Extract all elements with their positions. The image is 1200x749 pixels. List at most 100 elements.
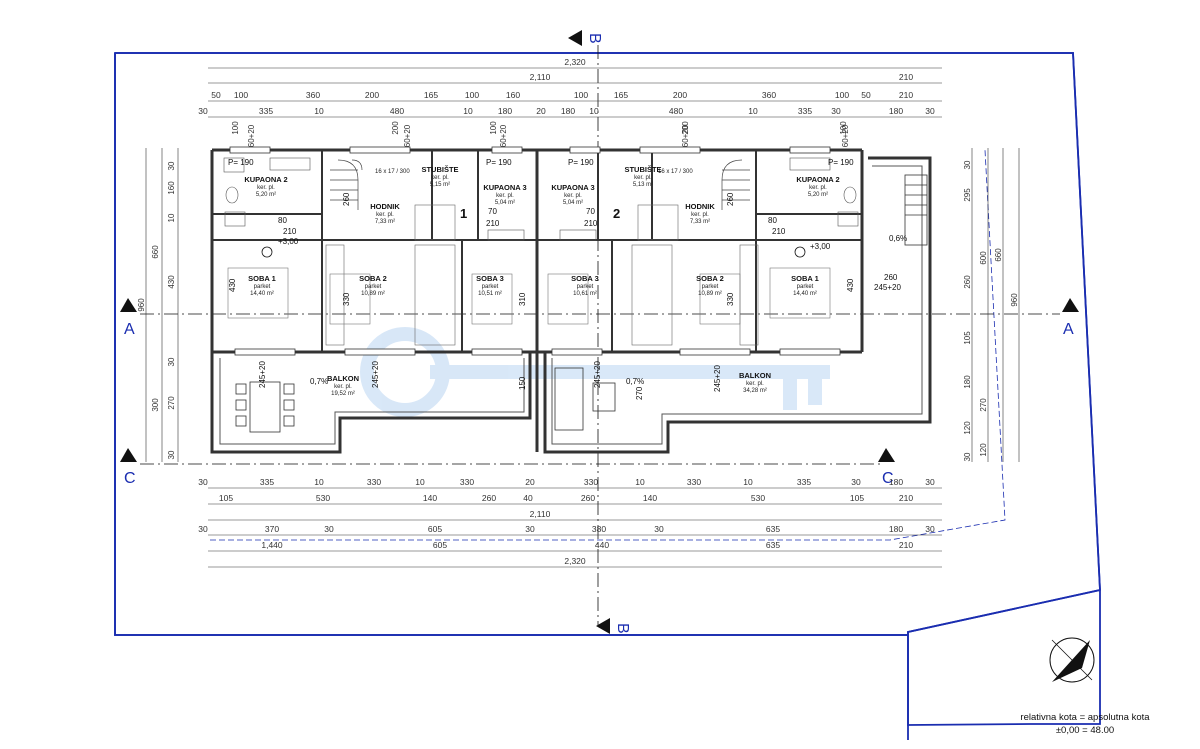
section-c-right-marker xyxy=(878,448,895,462)
bottom-row2-dim-7: 530 xyxy=(751,493,765,503)
wardrobes xyxy=(325,204,759,346)
left-col1-dim-5: 270 xyxy=(167,396,176,410)
room-name-9: STUBIŠTE xyxy=(624,165,661,174)
left-col1-dim-3: 430 xyxy=(167,275,176,289)
bottom-inner-dim: 2,110 xyxy=(530,509,551,519)
terrace-lounger xyxy=(904,174,928,246)
dim-245-c: 245+20 xyxy=(713,365,722,392)
stair-unit-1 xyxy=(330,159,363,210)
room-name-7: BALKON xyxy=(327,374,359,383)
balcony-table-set xyxy=(235,381,295,433)
window-sill-label-1: P= 190 xyxy=(228,158,254,167)
stair-unit-2 xyxy=(721,159,750,210)
plot-boundary-line xyxy=(115,52,1101,740)
right-col1-dim-5: 120 xyxy=(963,421,972,435)
level-marker-1: +3,00 xyxy=(261,237,299,258)
room-name-2: STUBIŠTE xyxy=(421,165,458,174)
bottom-row2-end-dim: 210 xyxy=(899,493,913,503)
top-right-dim: 210 xyxy=(899,72,913,82)
dim-70-2: 70 xyxy=(586,207,595,216)
top-row2-end-dim: 180 xyxy=(889,106,903,116)
dim-430-2: 430 xyxy=(846,278,855,292)
bottom-total-dim: 2,320 xyxy=(564,556,586,566)
watermark-logo xyxy=(360,327,830,417)
bottom-row1-dim-8: 10 xyxy=(635,477,645,487)
slope-label-3: 0,6% xyxy=(889,234,907,243)
room-name-11: KUPAONA 2 xyxy=(796,175,839,184)
top-row2-dim-6: 20 xyxy=(536,106,546,116)
room-area-0: 5,20 m² xyxy=(256,192,276,198)
room-finish-13: parket xyxy=(702,284,719,290)
bottom-row1-dim-3: 330 xyxy=(367,477,381,487)
top-row1-dim-4: 165 xyxy=(424,90,438,100)
section-b-bottom-label: B xyxy=(614,623,631,634)
room-name-12: SOBA 3 xyxy=(571,274,599,283)
top-row1-dim-2: 360 xyxy=(306,90,320,100)
bottom-row2-dim-6: 140 xyxy=(643,493,657,503)
dim-260-b: 260 xyxy=(726,192,735,206)
top-row2-end2-dim: 30 xyxy=(925,106,935,116)
bottom-row2-dim-4: 40 xyxy=(523,493,533,503)
section-b-bottom-marker xyxy=(596,618,610,634)
window-sill-label-2: P= 190 xyxy=(486,158,512,167)
top-row1-dim-3: 200 xyxy=(365,90,379,100)
top-row1-dim-6: 160 xyxy=(506,90,520,100)
bottom-row3-dim-6: 30 xyxy=(654,524,664,534)
window-sill-label-4: P= 190 xyxy=(828,158,854,167)
top-row1-dim-1: 100 xyxy=(234,90,248,100)
stair-steps-2: 16 x 17 / 300 xyxy=(658,169,693,175)
room-area-3: 5,04 m² xyxy=(495,200,515,206)
top-total-dim: 2,320 xyxy=(564,57,586,67)
top-row2-dim-11: 335 xyxy=(798,106,812,116)
bottom-row1-dim-0: 30 xyxy=(198,477,208,487)
dim-430-1: 430 xyxy=(228,278,237,292)
windows xyxy=(229,146,841,356)
top-row1-dim-0: 50 xyxy=(211,90,221,100)
window-sill-label-3: P= 190 xyxy=(568,158,594,167)
elevation-note-line2: ±0,00 = 48.00 xyxy=(1056,725,1114,736)
unit-number-1: 1 xyxy=(460,206,467,221)
right-col1-dim-2: 260 xyxy=(963,275,972,289)
room-finish-11: ker. pl. xyxy=(809,185,827,191)
room-name-6: SOBA 3 xyxy=(476,274,504,283)
right-dimension-lines xyxy=(971,148,1020,462)
right-col3-dim-a: 660 xyxy=(994,248,1003,262)
top-row2-dim-5: 180 xyxy=(498,106,512,116)
section-a-left-label: A xyxy=(124,321,135,338)
room-finish-15: ker. pl. xyxy=(746,381,764,387)
room-finish-3: ker. pl. xyxy=(496,193,514,199)
bottom-row1-dim-11: 335 xyxy=(797,477,811,487)
section-a-right-marker xyxy=(1062,298,1079,312)
bottom-row3-dim-7: 635 xyxy=(766,524,780,534)
bottom-row3-dim-2: 30 xyxy=(324,524,334,534)
left-col2-dim-1: 300 xyxy=(151,398,160,412)
opening-dim-6: 200 xyxy=(681,121,690,135)
bottom-row4-dim-3: 635 xyxy=(766,540,780,550)
left-dimension-lines xyxy=(145,148,179,462)
dim-80-1: 80 xyxy=(278,216,287,225)
top-row1-dim-10: 360 xyxy=(762,90,776,100)
room-area-1: 7,33 m² xyxy=(375,219,395,225)
section-b-top-marker xyxy=(568,30,582,46)
right-col1-dim-3: 105 xyxy=(963,331,972,345)
right-col1-dim-0: 30 xyxy=(963,160,972,169)
svg-text:+3,00: +3,00 xyxy=(278,237,299,246)
bottom-row4-dim-1: 605 xyxy=(433,540,447,550)
bottom-row2-dim-5: 260 xyxy=(581,493,595,503)
room-area-9: 5,13 m² xyxy=(633,182,653,188)
slope-label-2: 0,7% xyxy=(626,377,644,386)
stair-steps-1: 16 x 17 / 300 xyxy=(375,169,410,175)
room-area-4: 14,40 m² xyxy=(250,291,274,297)
bottom-row2-dim-8: 105 xyxy=(850,493,864,503)
room-area-2: 5,15 m² xyxy=(430,182,450,188)
balcony-parapet xyxy=(219,165,923,445)
setback-line xyxy=(210,149,1006,541)
opening-dim-1: 60+20 xyxy=(247,124,256,147)
bottom-row1-dim-2: 10 xyxy=(314,477,324,487)
